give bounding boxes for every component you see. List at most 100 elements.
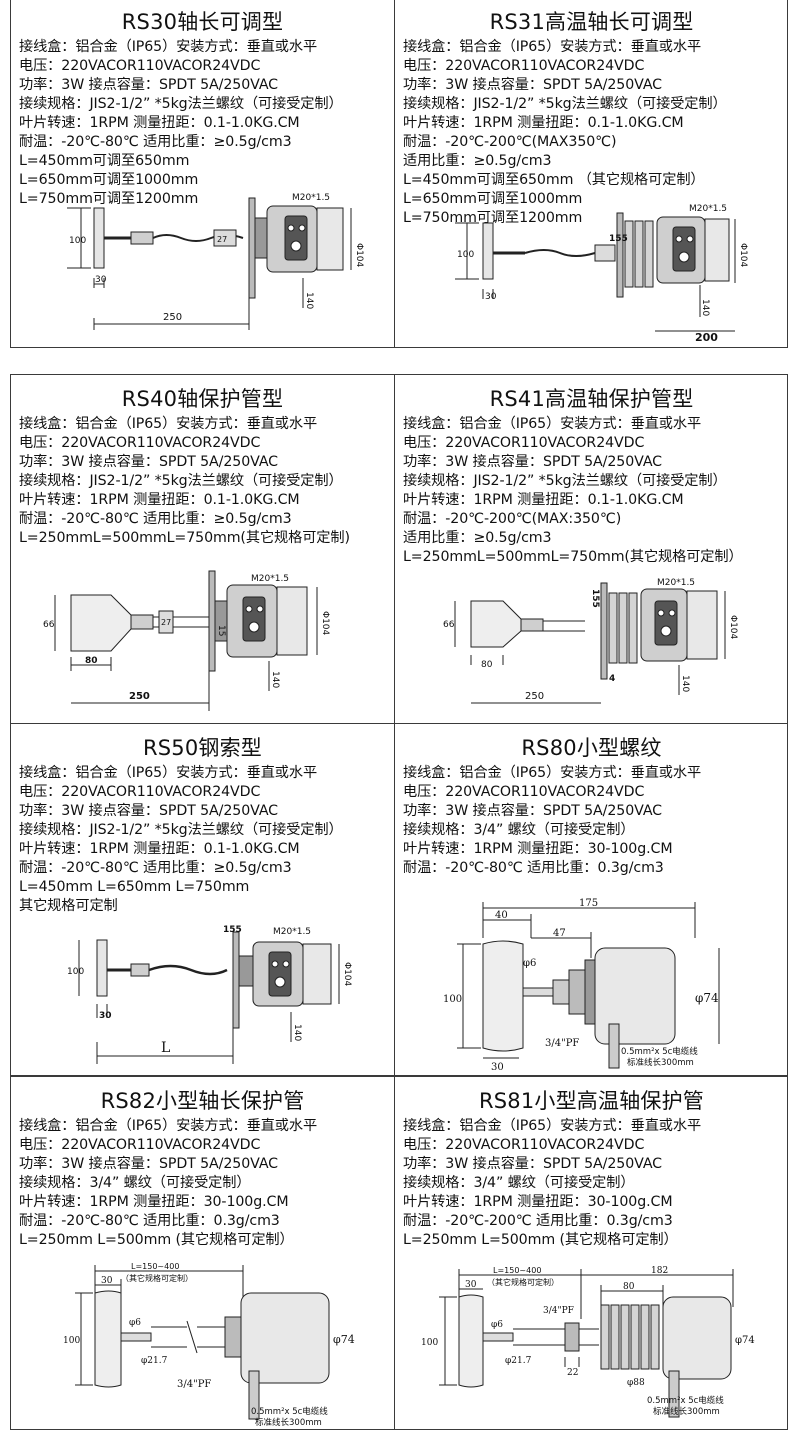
spec-line: 电压：220VACOR110VACOR24VDC xyxy=(19,58,261,74)
cell-rs40: RS40轴保护管型 接线盒：铝合金（IP65）安装方式：垂直或水平 电压：220… xyxy=(11,375,394,723)
dimension-drawing: M20*1.5 Φ104 100 30 L 140 155 xyxy=(11,925,394,1072)
spec-line: 功率：3W 接点容量：SPDT 5A/250VAC xyxy=(19,77,278,93)
dim-thread-label: 3/4"PF xyxy=(177,1379,211,1390)
spec-line: 叶片转速：1RPM 测量扭距：0.1-1.0KG.CM xyxy=(19,115,300,131)
spec-line: L=250mmL=500mmL=750mm(其它规格可定制） xyxy=(403,549,743,565)
model-title: RS40轴保护管型 xyxy=(121,387,284,411)
dim-m20-label: M20*1.5 xyxy=(273,927,311,937)
spec-line: 接线盒：铝合金（IP65）安装方式：垂直或水平 xyxy=(403,1118,702,1134)
spec-list: 接线盒：铝合金（IP65）安装方式：垂直或水平 电压：220VACOR110VA… xyxy=(19,764,390,916)
dim-diameter-label: Φ104 xyxy=(342,962,352,987)
dim-flange-label: 155 xyxy=(590,589,600,608)
spec-line: 耐温：-20℃-200℃ 适用比重：0.3g/cm3 xyxy=(403,1213,673,1229)
dim-flange-label: 15 xyxy=(216,625,226,636)
spec-list: 接线盒：铝合金（IP65）安装方式：垂直或水平 电压：220VACOR110VA… xyxy=(403,38,784,228)
dimension-drawing: L=150~400 （其它规格可定制） 30 φ6 100 φ21.7 φ74 … xyxy=(11,1262,394,1428)
cable-length-label: 标准线长300mm xyxy=(653,1406,720,1417)
spec-list: 接线盒：铝合金（IP65）安装方式：垂直或水平 电压：220VACOR110VA… xyxy=(403,1117,784,1250)
dim-length-label: 250 xyxy=(163,312,182,323)
dim-m20-label: M20*1.5 xyxy=(251,574,289,584)
dim-paddle-label: 40 xyxy=(495,910,508,921)
dim-flange-label: 155 xyxy=(609,234,628,244)
spec-line: 电压：220VACOR110VACOR24VDC xyxy=(403,58,645,74)
dim-custom-label: （其它规格可定制） xyxy=(121,1273,193,1283)
spec-line: 接续规格：JIS2-1/2” *5kg法兰螺纹（可接受定制） xyxy=(19,822,343,838)
dim-diameter-label: φ74 xyxy=(695,991,719,1005)
model-title: RS80小型螺纹 xyxy=(521,736,662,760)
dim-length-label: 250 xyxy=(129,691,150,702)
spec-line: L=450mm L=650mm L=750mm xyxy=(19,879,250,895)
row-rs30-rs31: RS30轴长可调型 接线盒：铝合金（IP65）安装方式：垂直或水平 电压：220… xyxy=(10,0,788,348)
cell-rs30: RS30轴长可调型 接线盒：铝合金（IP65）安装方式：垂直或水平 电压：220… xyxy=(11,0,394,347)
cable-spec-label: 0.5mm²x 5c电缆线 xyxy=(647,1395,724,1406)
spec-line: 接续规格：JIS2-1/2” *5kg法兰螺纹（可接受定制） xyxy=(403,473,727,489)
dim-m20-label: M20*1.5 xyxy=(689,204,727,214)
spec-line: L=250mm L=500mm (其它规格可定制） xyxy=(403,1232,678,1248)
spec-line: 接续规格：JIS2-1/2” *5kg法兰螺纹（可接受定制） xyxy=(19,96,343,112)
cable-length-label: 标准线长300mm xyxy=(627,1057,694,1068)
spec-line: 耐温：-20℃-80℃ 适用比重：≥0.5g/cm3 xyxy=(19,860,292,876)
dim-fin-label: 80 xyxy=(623,1282,635,1292)
spec-line: 耐温：-20℃-80℃ 适用比重：0.3g/cm3 xyxy=(19,1213,280,1229)
dim-width-label: 30 xyxy=(99,1011,112,1021)
spec-line: 叶片转速：1RPM 测量扭距：0.1-1.0KG.CM xyxy=(403,115,684,131)
spec-line: 接续规格：3/4” 螺纹（可接受定制） xyxy=(19,1175,251,1191)
cable-length-label: 标准线长300mm xyxy=(255,1417,322,1428)
spec-list: 接线盒：铝合金（IP65）安装方式：垂直或水平 电压：220VACOR110VA… xyxy=(403,415,784,567)
dim-total-label: 182 xyxy=(651,1266,668,1276)
dim-pipe-dia-label: φ21.7 xyxy=(141,1356,168,1366)
spec-line: 接续规格：JIS2-1/2” *5kg法兰螺纹（可接受定制） xyxy=(19,473,343,489)
dim-total-label: 175 xyxy=(579,898,598,909)
dim-width-label: 80 xyxy=(85,656,98,666)
spec-line: 接线盒：铝合金（IP65）安装方式：垂直或水平 xyxy=(403,416,702,432)
spec-line: 接续规格：3/4” 螺纹（可接受定制） xyxy=(403,1175,635,1191)
dim-depth-label: 140 xyxy=(680,675,690,692)
spec-line: 适用比重：≥0.5g/cm3 xyxy=(403,153,552,169)
cell-rs82: RS82小型轴长保护管 接线盒：铝合金（IP65）安装方式：垂直或水平 电压：2… xyxy=(11,1077,394,1429)
model-title: RS82小型轴长保护管 xyxy=(100,1089,305,1113)
spec-line: 接线盒：铝合金（IP65）安装方式：垂直或水平 xyxy=(19,416,318,432)
dim-height-label: 100 xyxy=(457,250,474,260)
dim-range-label: L=150~400 xyxy=(493,1266,541,1275)
dim-pipe-label: 27 xyxy=(217,235,227,244)
cable-spec-label: 0.5mm²x 5c电缆线 xyxy=(251,1406,328,1417)
spec-line: 接线盒：铝合金（IP65）安装方式：垂直或水平 xyxy=(19,39,318,55)
dim-gap-label: 4 xyxy=(609,674,615,684)
cell-rs50: RS50钢索型 接线盒：铝合金（IP65）安装方式：垂直或水平 电压：220VA… xyxy=(11,724,394,1075)
spec-line: 接线盒：铝合金（IP65）安装方式：垂直或水平 xyxy=(403,39,702,55)
spec-line: 叶片转速：1RPM 测量扭距：30-100g.CM xyxy=(403,841,673,857)
spec-line: 功率：3W 接点容量：SPDT 5A/250VAC xyxy=(19,1156,278,1172)
row-rs40-rs41: RS40轴保护管型 接线盒：铝合金（IP65）安装方式：垂直或水平 电压：220… xyxy=(10,374,788,724)
model-title: RS30轴长可调型 xyxy=(121,10,284,34)
cell-rs80: RS80小型螺纹 接线盒：铝合金（IP65）安装方式：垂直或水平 电压：220V… xyxy=(395,724,788,1075)
dim-width-label: 30 xyxy=(491,1062,504,1073)
dimension-drawing: L=150~400 （其它规格可定制） 30 182 80 φ6 100 3/4… xyxy=(395,1266,788,1427)
dim-shaft-label: 47 xyxy=(553,928,566,939)
spec-line: L=450mm可调至650mm （其它规格可定制） xyxy=(403,172,705,188)
dim-height-label: 66 xyxy=(443,620,455,630)
dim-width-label: 80 xyxy=(481,660,493,670)
spec-line: 功率：3W 接点容量：SPDT 5A/250VAC xyxy=(19,803,278,819)
dim-m20-label: M20*1.5 xyxy=(657,578,695,588)
cell-rs41: RS41高温轴保护管型 接线盒：铝合金（IP65）安装方式：垂直或水平 电压：2… xyxy=(395,375,788,723)
cell-rs81: RS81小型高温轴保护管 接线盒：铝合金（IP65）安装方式：垂直或水平 电压：… xyxy=(395,1077,788,1429)
dim-diameter-label: Φ104 xyxy=(738,243,748,268)
spec-line: 电压：220VACOR110VACOR24VDC xyxy=(19,435,261,451)
dim-height-label: 66 xyxy=(43,620,55,630)
dim-depth-label: 140 xyxy=(270,671,280,688)
dim-height-label: 100 xyxy=(63,1336,80,1346)
dimension-drawing: M20*1.5 Φ104 100 30 200 140 155 xyxy=(395,204,788,344)
spec-line: 功率：3W 接点容量：SPDT 5A/250VAC xyxy=(19,454,278,470)
spec-line: 接续规格：3/4” 螺纹（可接受定制） xyxy=(403,822,635,838)
spec-line: L=750mm可调至1200mm xyxy=(403,210,583,226)
row-rs82-rs81: RS82小型轴长保护管 接线盒：铝合金（IP65）安装方式：垂直或水平 电压：2… xyxy=(10,1076,788,1430)
dim-height-label: 100 xyxy=(421,1338,438,1348)
spec-line: 电压：220VACOR110VACOR24VDC xyxy=(403,1137,645,1153)
dim-diameter-label: Φ104 xyxy=(320,611,330,636)
dim-flange-label: 155 xyxy=(223,925,242,935)
dim-diameter-label: φ74 xyxy=(735,1335,755,1346)
dim-length-label: L xyxy=(161,1040,170,1056)
spec-line: 耐温：-20℃-200℃(MAX350℃) xyxy=(403,134,617,150)
dim-diameter-label: φ74 xyxy=(333,1333,355,1346)
spec-line: 叶片转速：1RPM 测量扭距：30-100g.CM xyxy=(403,1194,673,1210)
